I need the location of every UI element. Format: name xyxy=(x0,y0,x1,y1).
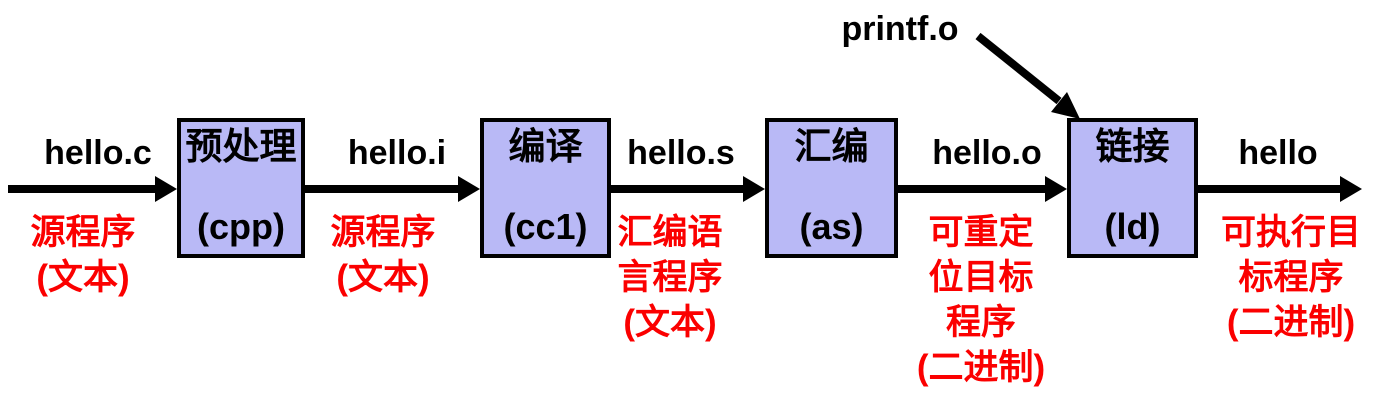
stage-title-preprocessor: 预处理 xyxy=(185,126,297,167)
artifact-label-source-text-1: 源程序 (文本) xyxy=(30,213,136,297)
file-label-printf-o: printf.o xyxy=(841,10,959,48)
stage-tool-as: (as) xyxy=(799,206,864,248)
flow-arrow-1 xyxy=(8,176,177,202)
flow-arrow-5 xyxy=(1198,176,1362,202)
arrow-head-icon xyxy=(155,176,177,202)
arrow-shaft xyxy=(1198,185,1342,193)
arrow-shaft xyxy=(305,185,460,193)
arrow-shaft xyxy=(8,185,157,193)
arrow-head-icon xyxy=(1045,176,1067,202)
stage-box-linker: 链接 (ld) xyxy=(1067,118,1198,258)
arrow-shaft xyxy=(611,185,745,193)
file-label-hello-i: hello.i xyxy=(347,134,447,172)
flow-arrow-4 xyxy=(898,176,1067,202)
artifact-label-executable-binary: 可执行目 标程序 (二进制) xyxy=(1220,213,1361,342)
stage-title-assembler: 汇编 xyxy=(794,126,869,167)
artifact-label-assembly-text: 汇编语 言程序 (文本) xyxy=(617,213,723,342)
file-label-hello-o: hello.o xyxy=(932,134,1042,172)
flow-arrow-2 xyxy=(305,176,480,202)
stage-title-linker: 链接 xyxy=(1095,126,1170,167)
stage-tool-cpp: (cpp) xyxy=(197,206,285,248)
file-label-hello-c: hello.c xyxy=(44,134,152,172)
stage-tool-ld: (ld) xyxy=(1104,206,1161,248)
flow-arrow-3 xyxy=(611,176,765,202)
file-label-hello: hello xyxy=(1238,134,1318,172)
stage-box-assembler: 汇编 (as) xyxy=(765,118,898,258)
arrow-head-icon xyxy=(1340,176,1362,202)
arrow-shaft xyxy=(898,185,1047,193)
artifact-label-relocatable-binary: 可重定 位目标 程序 (二进制) xyxy=(916,213,1046,387)
stage-tool-cc1: (cc1) xyxy=(503,206,588,248)
arrow-head-icon xyxy=(743,176,765,202)
stage-box-compiler: 编译 (cc1) xyxy=(480,118,611,258)
file-label-hello-s: hello.s xyxy=(627,134,735,172)
artifact-label-source-text-2: 源程序 (文本) xyxy=(330,213,436,297)
stage-title-compiler: 编译 xyxy=(508,126,583,167)
arrow-head-icon xyxy=(458,176,480,202)
stage-box-preprocessor: 预处理 (cpp) xyxy=(177,118,305,258)
